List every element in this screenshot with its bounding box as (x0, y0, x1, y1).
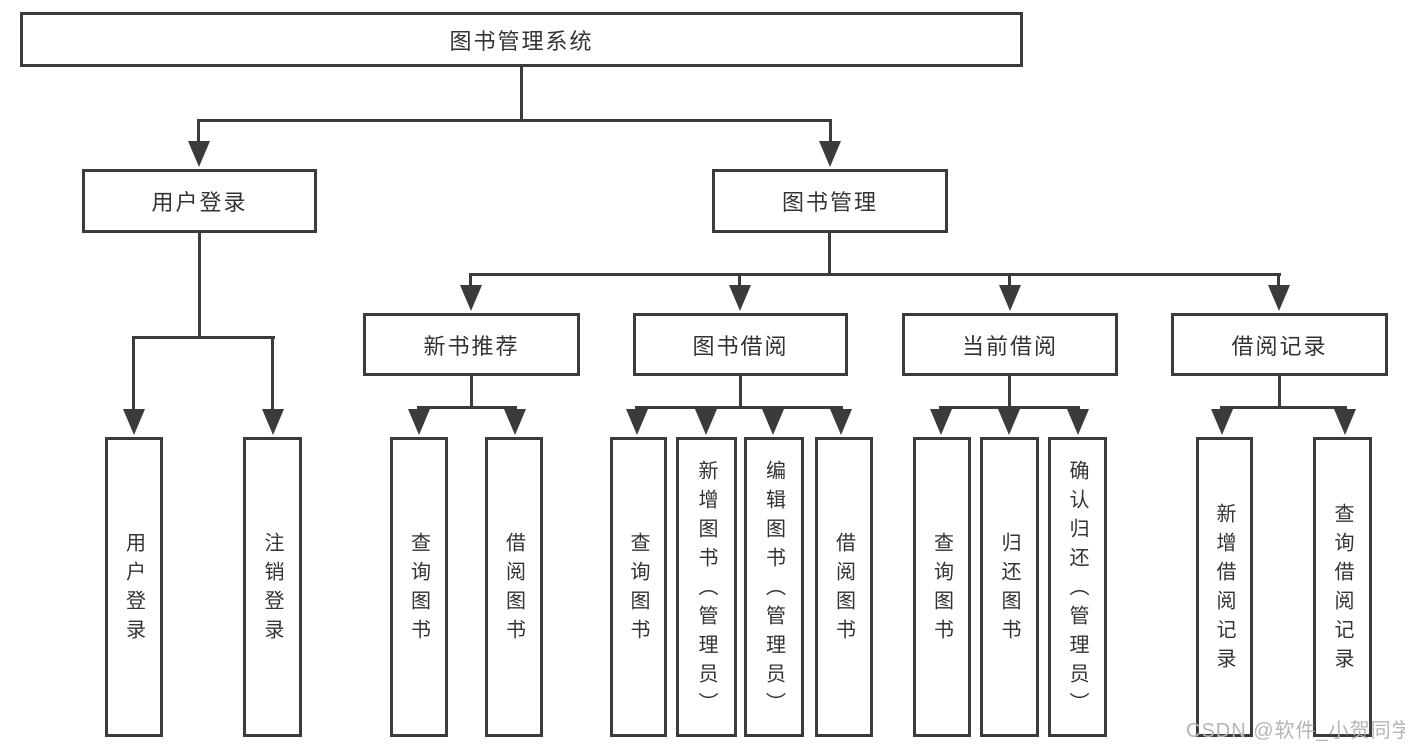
arrow-down-icon (626, 409, 648, 435)
leaf-query-books-2: 查询图书 (610, 437, 667, 737)
node-new-book-recommend: 新书推荐 (363, 313, 580, 376)
csdn-watermark: CSDN @软件_小贺同学 (1186, 720, 1405, 742)
connector-book-borrow-stub (739, 374, 742, 409)
leaf-confirm-return-admin: 确认归还（管理员） (1048, 437, 1107, 737)
leaf-add-borrow-record: 新增借阅记录 (1196, 437, 1253, 737)
arrow-down-icon (460, 285, 482, 311)
leaf-edit-books-admin: 编辑图书（管理员） (744, 437, 804, 737)
connector-level3-bus (469, 273, 1281, 276)
arrow-down-icon (1211, 409, 1233, 435)
arrow-down-icon (695, 409, 717, 435)
arrow-down-icon (504, 409, 526, 435)
connector-drop-new-book (469, 273, 472, 287)
connector-book-mgmt-drop (829, 119, 832, 143)
connector-drop-current-borrow (1008, 273, 1011, 287)
connector-user-login-stub (198, 231, 201, 339)
connector-user-login-bus (132, 336, 275, 339)
arrow-down-icon (819, 141, 841, 167)
arrow-down-icon (1067, 409, 1089, 435)
leaf-borrow-books-2: 借阅图书 (815, 437, 873, 737)
connector-borrow-records-bus (1220, 406, 1347, 409)
arrow-down-icon (729, 285, 751, 311)
leaf-user-login: 用户登录 (105, 437, 163, 737)
arrow-down-icon (998, 409, 1020, 435)
connector-drop-book-borrow (738, 273, 741, 287)
arrow-down-icon (408, 409, 430, 435)
arrow-down-icon (762, 409, 784, 435)
connector-leaf-drop-logout (271, 336, 274, 411)
arrow-down-icon (262, 409, 284, 435)
connector-book-borrow-bus (635, 406, 843, 409)
arrow-down-icon (1334, 409, 1356, 435)
leaf-borrow-books-1: 借阅图书 (485, 437, 543, 737)
arrow-down-icon (188, 141, 210, 167)
leaf-logout: 注销登录 (243, 437, 302, 737)
connector-drop-borrow-records (1277, 273, 1280, 287)
connector-new-book-bus (417, 406, 517, 409)
arrow-down-icon (999, 285, 1021, 311)
connector-user-login-drop (197, 119, 200, 143)
leaf-add-books-admin: 新增图书（管理员） (676, 437, 737, 737)
connector-leaf-drop-user-login (132, 336, 135, 411)
connector-root-stub (520, 65, 523, 122)
node-user-login: 用户登录 (82, 169, 317, 233)
connector-borrow-records-stub (1278, 374, 1281, 409)
leaf-query-books-1: 查询图书 (390, 437, 448, 737)
node-borrow-records: 借阅记录 (1171, 313, 1388, 376)
connector-level1-bus (197, 119, 832, 122)
leaf-query-books-3: 查询图书 (913, 437, 971, 737)
arrow-down-icon (830, 409, 852, 435)
leaf-query-borrow-record: 查询借阅记录 (1313, 437, 1372, 737)
connector-book-mgmt-stub (828, 231, 831, 276)
connector-new-book-stub (470, 374, 473, 409)
arrow-down-icon (1268, 285, 1290, 311)
arrow-down-icon (123, 409, 145, 435)
node-current-borrow: 当前借阅 (902, 313, 1118, 376)
leaf-return-books: 归还图书 (980, 437, 1039, 737)
node-book-borrow: 图书借阅 (633, 313, 848, 376)
connector-current-borrow-bus (939, 406, 1080, 409)
node-book-management: 图书管理 (712, 169, 948, 233)
arrow-down-icon (930, 409, 952, 435)
node-root: 图书管理系统 (20, 12, 1023, 67)
connector-current-borrow-stub (1008, 374, 1011, 409)
